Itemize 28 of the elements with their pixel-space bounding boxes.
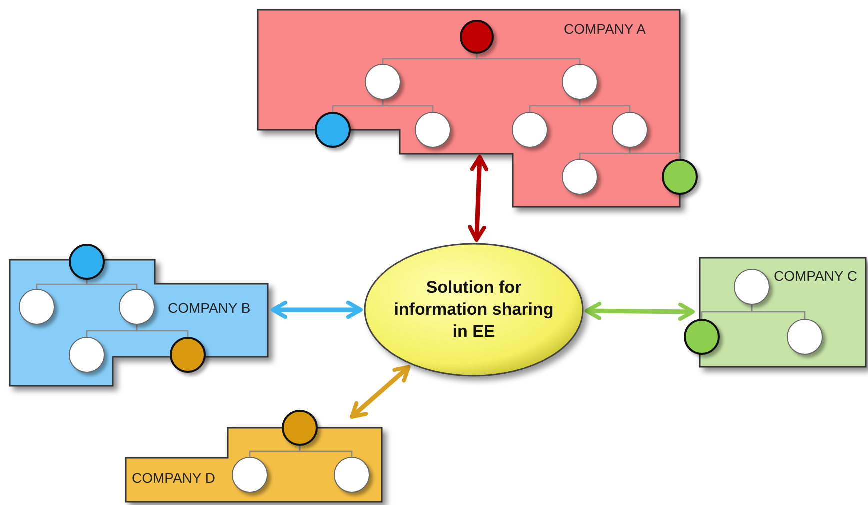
company-panel <box>258 10 680 207</box>
double-arrow <box>350 365 411 419</box>
company-panel <box>700 258 866 367</box>
double-arrow <box>468 155 489 242</box>
connector-line <box>382 100 434 112</box>
solution-ellipse <box>364 243 584 377</box>
member-circle <box>170 337 206 373</box>
member-circle <box>315 112 351 148</box>
company-label: COMPANY C <box>774 268 858 284</box>
solution-label: Solution for information sharing in EE <box>393 277 555 343</box>
member-circle <box>684 319 720 355</box>
connector-line <box>299 446 353 457</box>
company-label: COMPANY B <box>168 300 251 316</box>
connector-line <box>629 148 681 159</box>
member-circle <box>662 159 698 195</box>
connector-line <box>751 305 806 319</box>
member-circle <box>282 410 318 446</box>
connector-line <box>86 280 138 289</box>
member-circle <box>69 244 105 280</box>
double-arrow <box>271 300 363 320</box>
company-label: COMPANY D <box>132 470 216 486</box>
connector-line <box>136 325 189 337</box>
connector-line <box>476 54 581 64</box>
company-panel <box>10 260 268 386</box>
double-arrow <box>585 302 695 322</box>
company-label: COMPANY A <box>564 21 646 37</box>
connector-line <box>579 100 631 112</box>
company-panel <box>126 428 382 502</box>
